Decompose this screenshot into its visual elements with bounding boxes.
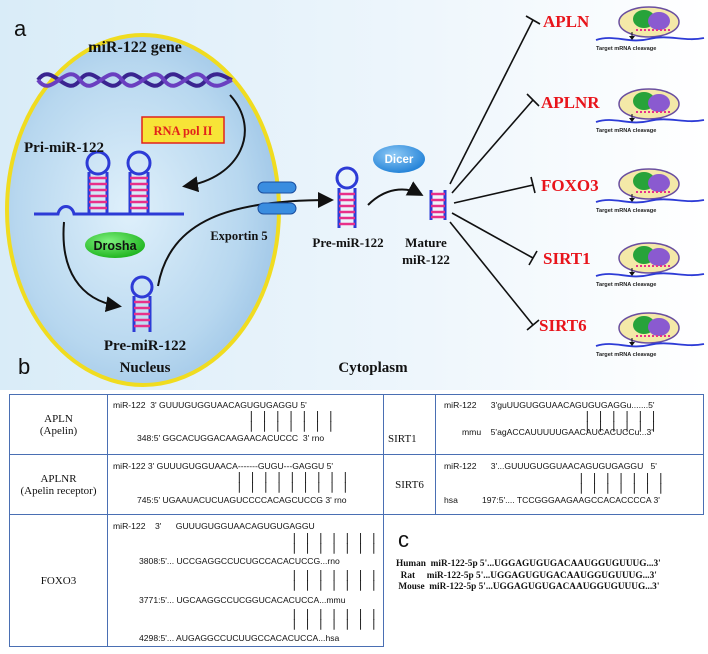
target-cleavage-icon: Target mRNA cleavage — [595, 88, 705, 134]
cleavage-caption: Target mRNA cleavage — [596, 46, 656, 52]
target-cleavage-icon: Target mRNA cleavage — [595, 6, 705, 52]
pri-mir-label: Pri-miR-122 — [24, 140, 104, 156]
mir-sequence: miR-122 3' GUUUGUGGUAACAGUGUGAGGU 5' — [113, 400, 307, 410]
target-species: hsa — [444, 495, 458, 505]
gene-subtitle: (Apelin) — [39, 424, 78, 437]
pairing-bars: | | | | | | | — [291, 531, 378, 544]
target-cleavage-icon: Target mRNA cleavage — [595, 312, 705, 358]
dicer-label: Dicer — [385, 154, 414, 166]
mir-sequence: miR-122 3' GUUUGUGGUAACAGUGUGAGGU — [113, 521, 315, 531]
pairing-bars: | | | | | | — [584, 409, 657, 422]
target-sequence: 3808:5'... UCCGAGGCCUCUGCCACACUCCG...rno — [139, 556, 340, 566]
alignment-cell-apln: miR-122 3' GUUUGUGGUAACAGUGUGAGGU 5' | |… — [107, 394, 384, 455]
pairing-bars: | | | | | | | — [248, 419, 335, 432]
gene-name: APLNR — [40, 472, 77, 485]
table-row: APLNR (Apelin receptor) miR-122 3' GUUUG… — [9, 454, 704, 515]
gene-subtitle: (Apelin receptor) — [20, 484, 97, 497]
alignment-cell-sirt6: miR-122 3'...GUUUGUGGUAACAGUGUGAGGU 5' |… — [435, 454, 704, 515]
pairing-bars: | | | | | | | — [578, 481, 665, 494]
export-arrow — [157, 192, 334, 287]
target-sequence: 348:5' GGCACUGGACAAGAACACUCCC 3' rno — [137, 433, 325, 443]
dicing-arrow — [367, 181, 424, 206]
conservation-alignment: Human miR-122-5p 5'...UGGAGUGUGACAAUGGUG… — [396, 559, 661, 594]
gene-cell-sirt1: SIRT1 — [383, 394, 436, 455]
target-apln: APLN — [543, 12, 590, 31]
mir-sequence: miR-122 3'...GUUUGUGGUAACAGUGUGAGGU 5' — [444, 461, 657, 471]
pairing-bars: | | | | | | — [584, 419, 657, 432]
pre-mir-nucleus-label: Pre-miR-122 — [104, 338, 186, 354]
gene-label: miR-122 gene — [88, 39, 182, 56]
pairing-bars: | | | | | | | — [578, 471, 665, 484]
pre-mir-122-cytoplasm-icon — [335, 166, 359, 228]
cleavage-caption: Target mRNA cleavage — [596, 282, 656, 288]
target-cleavage-icon: Target mRNA cleavage — [595, 168, 705, 214]
pairing-bars: | | | | | | | — [291, 578, 378, 591]
mature-mir-122-icon — [429, 190, 447, 220]
target-aplnr: APLNR — [541, 93, 600, 112]
mir-sequence: miR-122 3' GUUUGUGGUAACA-------GUGU---GA… — [113, 461, 334, 471]
target-sirt1: SIRT1 — [543, 249, 591, 268]
mature-label-line1: Mature — [405, 235, 447, 250]
rna-pol-ii-box — [141, 116, 225, 144]
processing-arrow — [62, 221, 122, 313]
inhibition-lines — [449, 15, 541, 331]
pairing-bars: | | | | | | | — [291, 541, 378, 554]
target-sequence: 197:5'.... TCCGGGAAGAAGCCACACCCCA 3' — [482, 495, 660, 505]
gene-cell-foxo3: FOXO3 — [9, 514, 108, 647]
gene-name: SIRT1 — [388, 433, 417, 445]
pre-mir-cytoplasm-label: Pre-miR-122 — [312, 235, 383, 250]
pairing-bars: | | | | | | | — [291, 617, 378, 630]
gene-cell-sirt6: SIRT6 — [383, 454, 436, 515]
pairing-bars: | | | | | | | | | — [236, 480, 349, 493]
target-sequence: mmu 5'agACCAUUUUUGAACAUCACUCCu...3' — [462, 427, 653, 437]
target-foxo3: FOXO3 — [541, 176, 599, 195]
pairing-bars: | | | | | | | — [291, 607, 378, 620]
binding-site-table: APLN (Apelin) miR-122 3' GUUUGUGGUAACAGU… — [9, 394, 704, 647]
cleavage-caption: Target mRNA cleavage — [596, 208, 656, 214]
cleavage-caption: Target mRNA cleavage — [596, 352, 656, 358]
cleavage-caption: Target mRNA cleavage — [596, 128, 656, 134]
conservation-line-rat: Rat miR-122-5p 5'...UGGAGUGUGACAAUGGUGUU… — [396, 570, 657, 581]
mir-sequence: miR-122 3'guUUGUGGUAACAGUGUGAGGu.......5… — [444, 400, 655, 410]
alignment-cell-foxo3: miR-122 3' GUUUGUGGUAACAGUGUGAGGU | | | … — [107, 514, 384, 647]
transcription-arrow — [182, 94, 246, 193]
pairing-bars: | | | | | | | — [248, 409, 335, 422]
rna-pol-ii-label: RNA pol II — [153, 124, 212, 138]
target-cleavage-icon: Target mRNA cleavage — [595, 242, 705, 288]
table-row: FOXO3 miR-122 3' GUUUGUGGUAACAGUGUGAGGU … — [9, 514, 704, 647]
pairing-bars: | | | | | | | | | — [236, 470, 349, 483]
gene-name: SIRT6 — [395, 478, 424, 491]
target-sequence: 4298:5'... AUGAGGCCUCUUGCCACACUCCA...hsa — [139, 633, 340, 643]
pre-mir-122-nucleus-icon — [130, 275, 154, 332]
pairing-bars: | | | | | | | — [291, 568, 378, 581]
exportin-5-pore-icon — [257, 181, 297, 215]
target-sequence: 745:5' UGAAUACUCUAGUCCCCACAGCUCCG 3' rno — [137, 495, 347, 505]
gene-name: FOXO3 — [40, 574, 77, 587]
panel-a-label: a — [14, 16, 27, 41]
target-sirt6: SIRT6 — [539, 316, 587, 335]
cytoplasm-label: Cytoplasm — [338, 360, 408, 376]
gene-cell-apln: APLN (Apelin) — [9, 394, 108, 455]
pri-mir-122-icon — [34, 150, 184, 216]
dna-helix-icon — [36, 72, 233, 88]
alignment-cell-aplnr: miR-122 3' GUUUGUGGUAACA-------GUGU---GA… — [107, 454, 384, 515]
drosha-enzyme-icon — [85, 232, 145, 258]
dicer-enzyme-icon — [373, 145, 425, 173]
alignment-cell-sirt1: miR-122 3'guUUGUGGUAACAGUGUGAGGu.......5… — [435, 394, 704, 455]
table-row: APLN (Apelin) miR-122 3' GUUUGUGGUAACAGU… — [9, 394, 704, 455]
panel-c-label: c — [398, 527, 409, 552]
drosha-label: Drosha — [93, 239, 137, 253]
mature-label-line2: miR-122 — [402, 252, 450, 267]
conservation-line-mouse: Mouse miR-122-5p 5'...UGGAGUGUGACAAUGGUG… — [396, 582, 660, 592]
gene-name: APLN — [44, 412, 73, 425]
target-sequence: 3771:5'... UGCAAGGCCUCGGUCACACUCCA...mmu — [139, 595, 346, 605]
panel-b-label: b — [18, 354, 31, 379]
exportin-label: Exportin 5 — [210, 229, 267, 243]
conservation-line-human: Human miR-122-5p 5'...UGGAGUGUGACAAUGGUG… — [396, 559, 661, 569]
gene-cell-aplnr: APLNR (Apelin receptor) — [9, 454, 108, 515]
nucleus-label: Nucleus — [120, 360, 171, 376]
